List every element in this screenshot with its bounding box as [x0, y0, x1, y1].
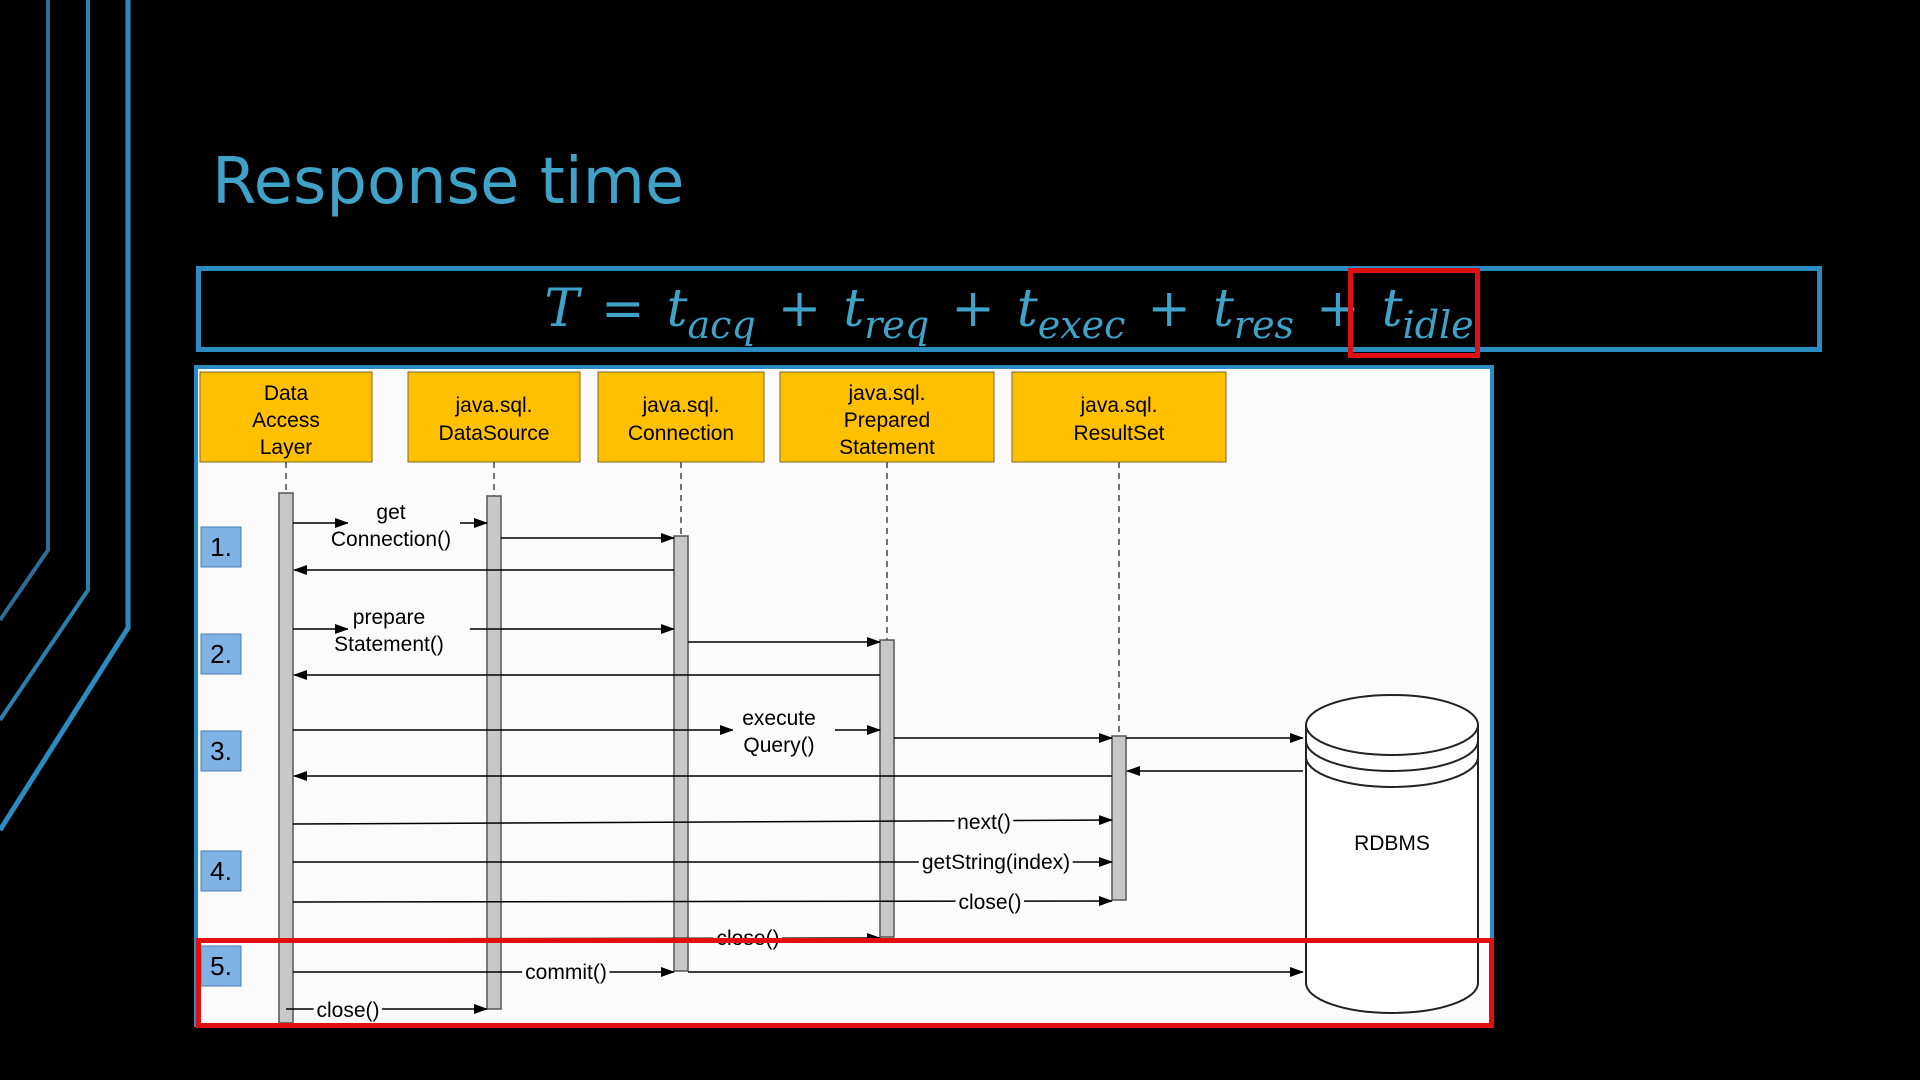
rdbms-label: RDBMS [1354, 832, 1430, 855]
svg-text:Connection: Connection [628, 422, 734, 445]
message-arrows [286, 518, 1304, 1014]
svg-text:Query(): Query() [743, 734, 814, 757]
msg-prepare-statement: prepare Statement() [334, 605, 470, 656]
participant-prepared-statement: java.sql. Prepared Statement [779, 371, 995, 463]
svg-text:1.: 1. [210, 532, 232, 562]
response-time-formula: T = tacq + treq + texec + tres + tidle [201, 271, 1817, 347]
svg-text:java.sql.: java.sql. [454, 394, 532, 417]
svg-text:Data: Data [264, 382, 309, 405]
msg-resultset-close: close() [958, 891, 1021, 914]
participant-connection: java.sql. Connection [597, 371, 765, 463]
svg-text:Access: Access [252, 409, 320, 432]
formula-plus: + [951, 279, 995, 339]
msg-connection-close: close() [316, 999, 379, 1022]
formula-T: T [544, 279, 580, 339]
participant-resultset: java.sql. ResultSet [1011, 371, 1227, 463]
formula-term-res: tres [1213, 279, 1295, 347]
msg-execute-query: execute Query() [733, 705, 835, 757]
msg-get-connection: get Connection() [331, 499, 460, 551]
step-1-label: 1. [200, 526, 242, 568]
formula-equals: = [601, 279, 645, 339]
diagram-frame [194, 365, 1494, 1027]
formula-plus: + [777, 279, 822, 339]
step-5-highlight [196, 938, 1494, 1028]
svg-text:5.: 5. [210, 951, 232, 981]
svg-text:execute: execute [742, 707, 816, 730]
step-2-label: 2. [200, 633, 242, 675]
msg-commit: commit() [525, 961, 607, 984]
step-labels: 1. 2. 3. 4. 5. [200, 526, 242, 987]
svg-text:4.: 4. [210, 856, 232, 886]
svg-text:java.sql.: java.sql. [641, 394, 719, 417]
svg-text:3.: 3. [210, 736, 232, 766]
msg-get-string: getString(index) [922, 851, 1070, 874]
svg-text:get: get [376, 501, 405, 524]
svg-text:ResultSet: ResultSet [1073, 422, 1164, 445]
svg-text:prepare: prepare [353, 606, 425, 629]
sequence-diagram: Data Access Layer java.sql. DataSource j… [199, 371, 1479, 1024]
formula-box: T = tacq + treq + texec + tres + tidle [196, 266, 1822, 352]
formula-term-exec: texec [1016, 279, 1126, 347]
svg-text:DataSource: DataSource [439, 422, 550, 445]
svg-text:java.sql.: java.sql. [847, 382, 925, 405]
svg-text:java.sql.: java.sql. [1079, 394, 1157, 417]
idle-term-highlight [1348, 268, 1480, 358]
formula-term-req: treq [843, 279, 930, 347]
formula-term-acq: tacq [666, 279, 756, 347]
svg-text:Statement(): Statement() [334, 633, 444, 656]
page-title: Response time [212, 145, 685, 219]
formula-term-idle: tidle [1381, 279, 1474, 347]
svg-text:Connection(): Connection() [331, 528, 451, 551]
activation-bars [278, 492, 1127, 1024]
svg-text:Layer: Layer [260, 436, 313, 459]
formula-plus: + [1147, 279, 1191, 339]
step-5-label: 5. [200, 945, 242, 987]
svg-text:Statement: Statement [839, 436, 935, 459]
step-3-label: 3. [200, 730, 242, 772]
msg-next: next() [957, 811, 1011, 834]
participant-datasource: java.sql. DataSource [407, 371, 581, 463]
step-4-label: 4. [200, 850, 242, 892]
decorative-side-lines [0, 0, 131, 832]
message-labels: get Connection() prepare Statement() exe… [312, 499, 1074, 1024]
participant-data-access-layer: Data Access Layer [199, 371, 373, 463]
svg-text:2.: 2. [210, 639, 232, 669]
lifelines [285, 462, 1120, 737]
svg-text:Prepared: Prepared [844, 409, 930, 432]
